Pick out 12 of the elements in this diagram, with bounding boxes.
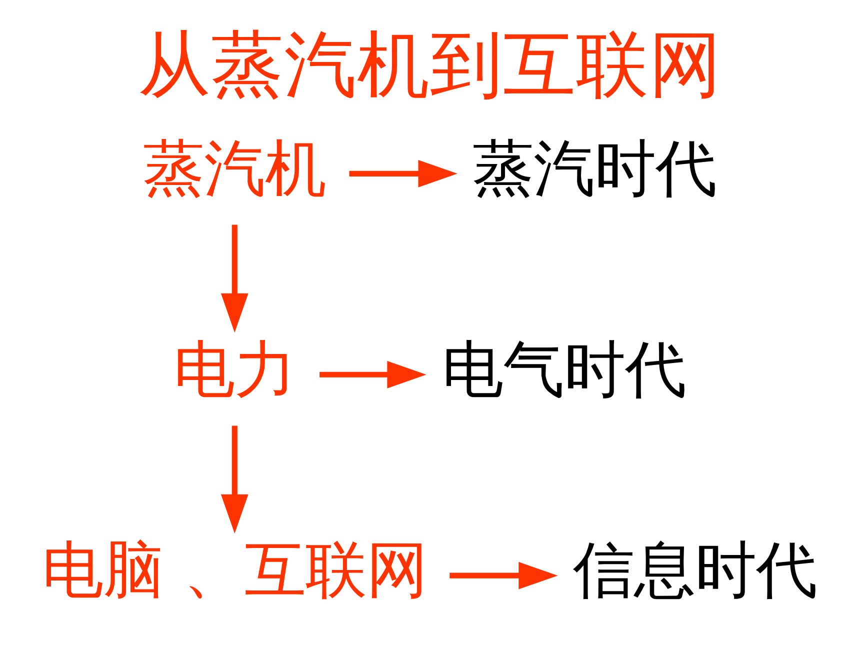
node-text: 电气时代 [442,334,686,405]
arrow [320,360,426,388]
arrow [220,425,248,534]
node-text: 蒸汽机 [143,132,326,204]
arrow [349,159,458,187]
arrow [450,561,558,589]
node-text: 蒸汽时代 [472,132,717,204]
node-text: 电脑 、互联网 [42,534,428,606]
node-text: 电力 [174,334,296,405]
node-text: 信息时代 [573,534,818,606]
diagram-title: 从蒸汽机到互联网 [138,22,722,107]
arrow [220,224,248,332]
